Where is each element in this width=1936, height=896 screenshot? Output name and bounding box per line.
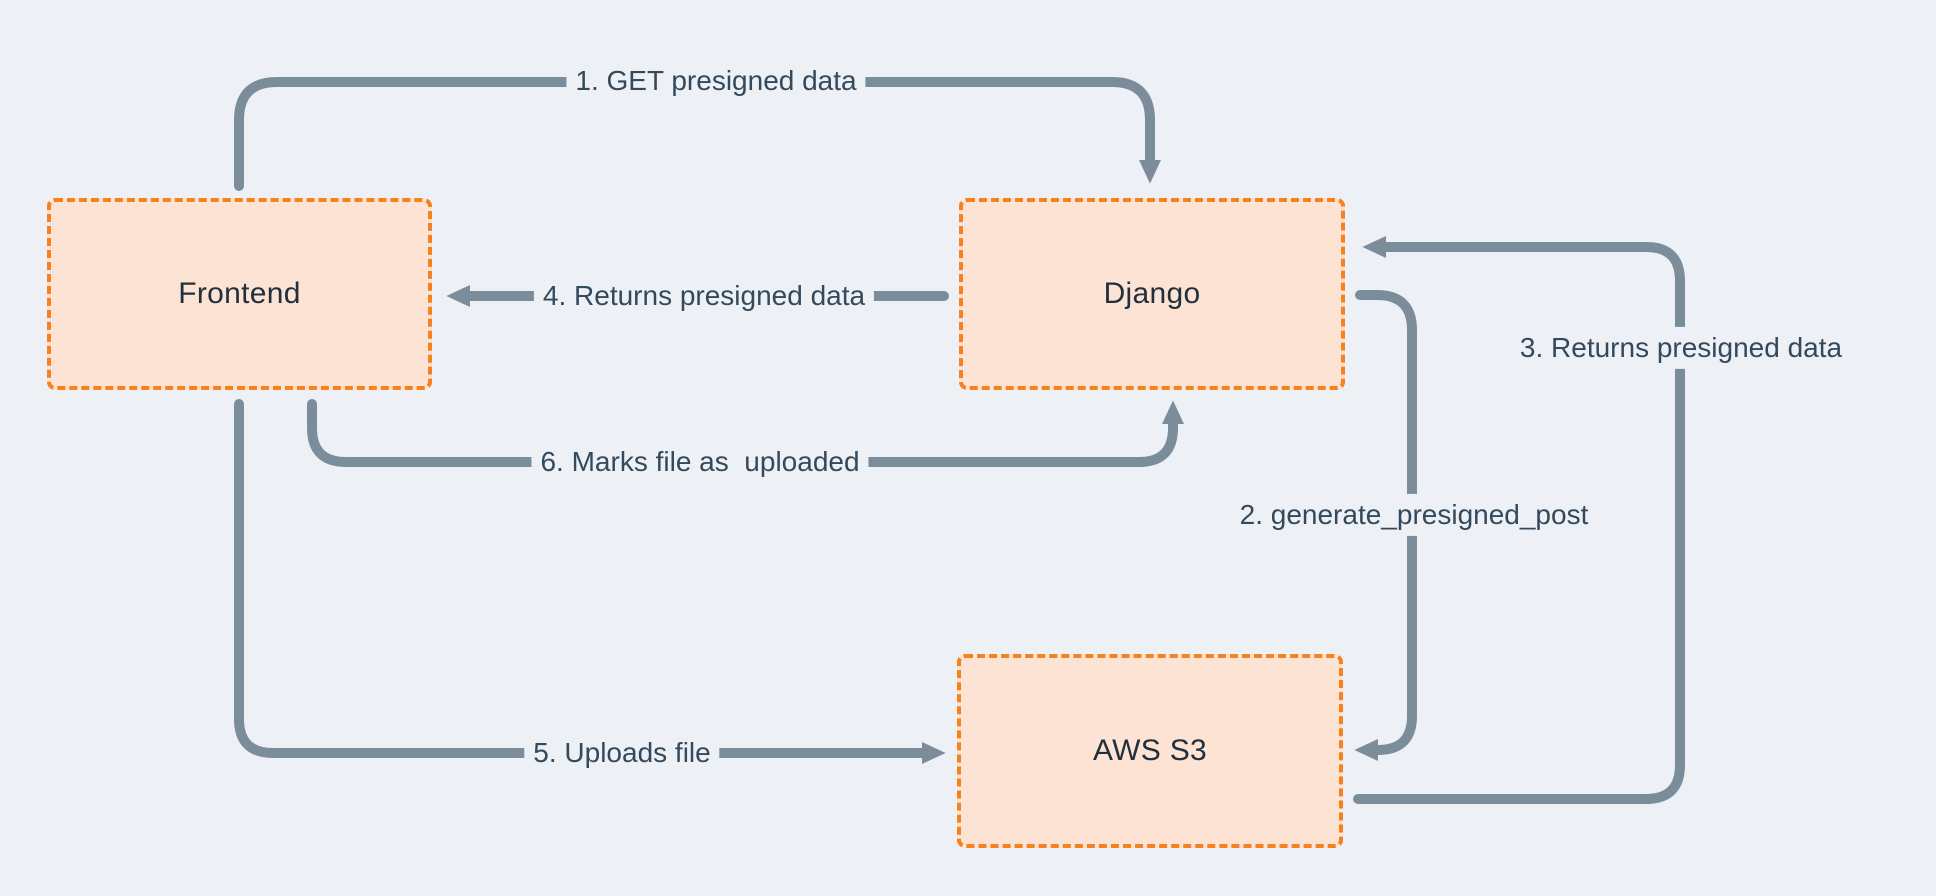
node-aws-s3-label: AWS S3 xyxy=(1092,734,1208,767)
node-django-label: Django xyxy=(1103,277,1201,310)
edge-3-label: 3. Returns presigned data xyxy=(1510,326,1852,370)
edge-4-label: 4. Returns presigned data xyxy=(533,274,875,318)
edge-6-label: 6. Marks file as uploaded xyxy=(531,440,869,484)
node-aws-s3: AWS S3 xyxy=(957,654,1343,848)
node-django: Django xyxy=(959,198,1345,390)
node-frontend-label: Frontend xyxy=(178,277,301,310)
edge-5-label: 5. Uploads file xyxy=(524,731,720,775)
edge-1-label: 1. GET presigned data xyxy=(566,59,866,103)
edge-3-returns-presigned-data-line xyxy=(1353,235,1685,804)
edge-2-label: 2. generate_presigned_post xyxy=(1230,493,1598,537)
node-frontend: Frontend xyxy=(47,198,432,390)
edge-5-uploads-file-line xyxy=(234,399,946,765)
